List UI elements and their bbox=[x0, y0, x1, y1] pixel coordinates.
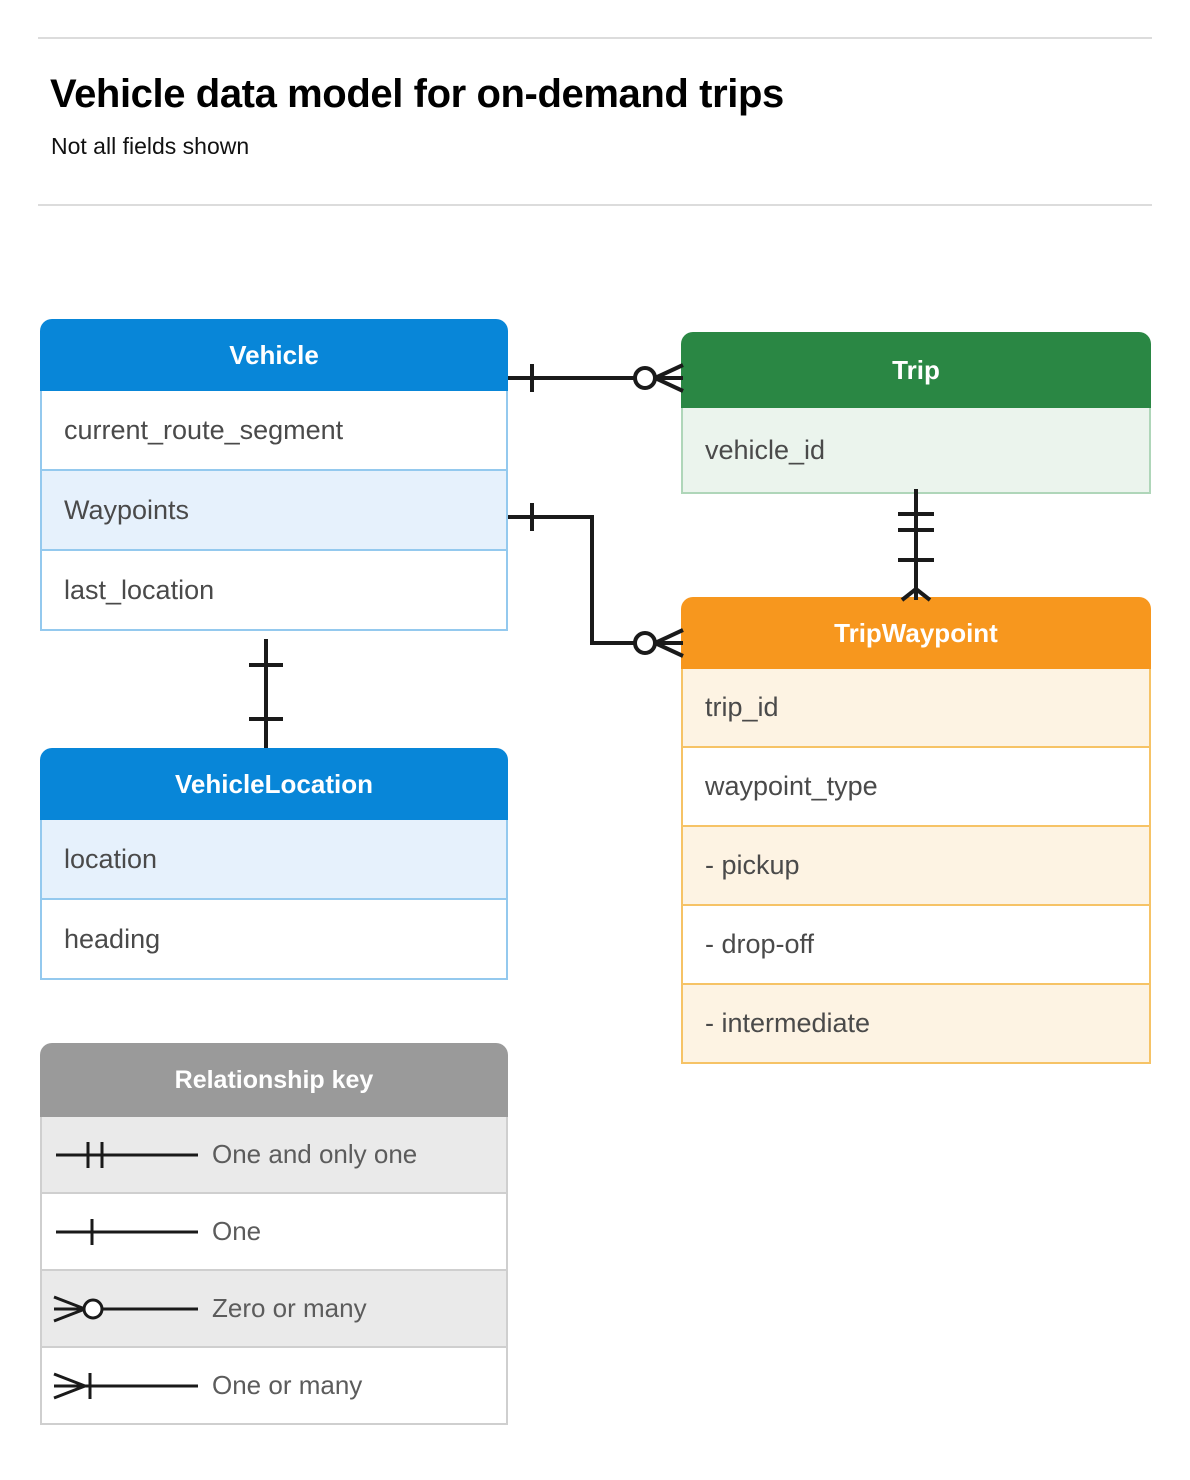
legend-label-one-and-only-one: One and only one bbox=[212, 1139, 418, 1169]
connector-trip-to-tripwaypoint bbox=[898, 489, 934, 602]
one-or-many-icon bbox=[42, 1366, 212, 1406]
legend-row-one: One bbox=[40, 1194, 508, 1271]
header-divider-top bbox=[38, 37, 1152, 39]
legend-label-zero-or-many: Zero or many bbox=[212, 1293, 367, 1323]
entity-trip-title: Trip bbox=[681, 332, 1151, 408]
entity-vehicle-title: Vehicle bbox=[40, 319, 508, 391]
connector-waypoints-to-tripwaypoint bbox=[508, 503, 684, 658]
field-waypoint-type-pickup[interactable]: - pickup bbox=[681, 827, 1151, 906]
field-location[interactable]: location bbox=[40, 820, 508, 900]
zero-or-many-icon bbox=[42, 1289, 212, 1329]
legend-row-one-or-many: One or many bbox=[40, 1348, 508, 1425]
legend-label-one: One bbox=[212, 1216, 262, 1246]
relationship-key-legend: Relationship key One and only one One bbox=[40, 1043, 508, 1425]
legend-row-one-and-only-one: One and only one bbox=[40, 1117, 508, 1194]
header-divider-bottom bbox=[38, 204, 1152, 206]
connector-vehicle-to-trip bbox=[508, 363, 684, 393]
field-current-route-segment[interactable]: current_route_segment bbox=[40, 391, 508, 471]
field-waypoint-type-dropoff[interactable]: - drop-off bbox=[681, 906, 1151, 985]
field-heading[interactable]: heading bbox=[40, 900, 508, 980]
legend-label-one-or-many: One or many bbox=[212, 1370, 363, 1400]
field-waypoint-type[interactable]: waypoint_type bbox=[681, 748, 1151, 827]
field-vehicle-id[interactable]: vehicle_id bbox=[681, 408, 1151, 494]
legend-row-zero-or-many: Zero or many bbox=[40, 1271, 508, 1348]
one-and-only-one-icon bbox=[42, 1135, 212, 1175]
relationship-key-title: Relationship key bbox=[40, 1043, 508, 1117]
field-trip-id[interactable]: trip_id bbox=[681, 669, 1151, 748]
entity-trip-waypoint-title: TripWaypoint bbox=[681, 597, 1151, 669]
connector-vehicle-to-vehiclelocation bbox=[249, 639, 283, 748]
entity-vehicle-location[interactable]: VehicleLocation location heading bbox=[40, 748, 508, 980]
page-subtitle: Not all fields shown bbox=[51, 133, 250, 159]
field-waypoint-type-intermediate[interactable]: - intermediate bbox=[681, 985, 1151, 1064]
entity-vehicle-location-title: VehicleLocation bbox=[40, 748, 508, 820]
field-last-location[interactable]: last_location bbox=[40, 551, 508, 631]
entity-trip-waypoint[interactable]: TripWaypoint trip_id waypoint_type - pic… bbox=[681, 597, 1151, 1064]
field-waypoints[interactable]: Waypoints bbox=[40, 471, 508, 551]
entity-trip[interactable]: Trip vehicle_id bbox=[681, 332, 1151, 494]
page-title: Vehicle data model for on-demand trips bbox=[50, 72, 784, 116]
one-icon bbox=[42, 1212, 212, 1252]
entity-vehicle[interactable]: Vehicle current_route_segment Waypoints … bbox=[40, 319, 508, 631]
